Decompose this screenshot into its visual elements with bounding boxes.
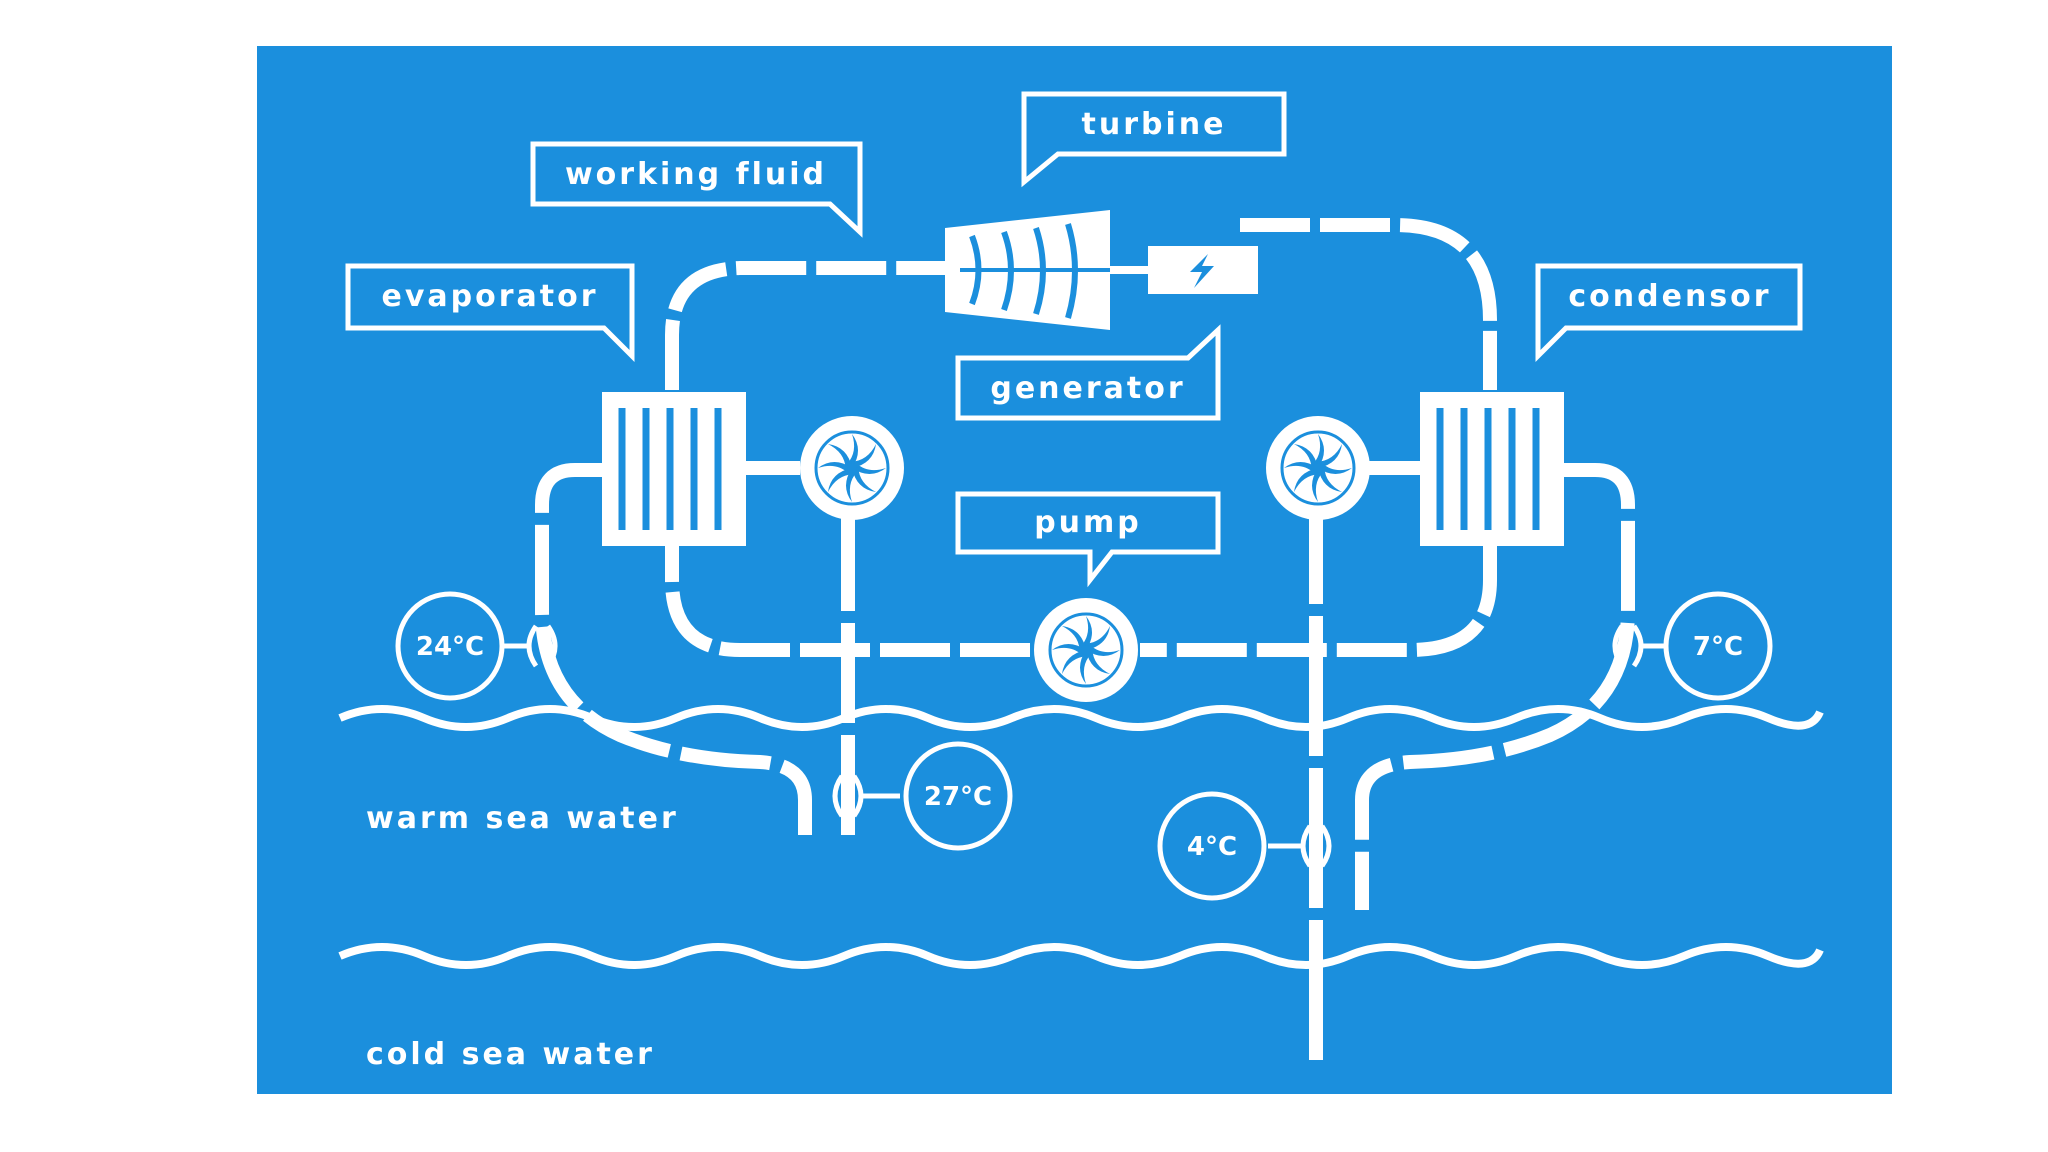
svg-text:evaporator: evaporator [381,279,598,314]
svg-text:pump: pump [1034,505,1142,540]
svg-text:turbine: turbine [1082,107,1227,142]
callout-generator: generator [955,324,1221,421]
pipe-evaporator-to-turbine [665,261,950,390]
cold-water-pump [1264,414,1372,522]
svg-text:7°C: 7°C [1693,632,1743,662]
lightning-bolt-icon [1190,254,1214,288]
warm-sea-water-label: warm sea water [366,801,679,836]
callout-turbine: turbine [1021,91,1287,188]
cold-sea-water-label: cold sea water [366,1037,655,1072]
pipe-evaporator-warm-outflow [535,463,812,835]
callout-pump: pump [955,491,1221,588]
pipe-condensor-to-pump [1140,545,1497,657]
generator [1148,246,1258,294]
cold-water-surface-wave [338,943,1824,969]
svg-text:working fluid: working fluid [565,157,827,192]
callout-condensor: condensor [1535,263,1803,363]
svg-text:generator: generator [990,371,1185,406]
pipe-condensor-cold-outflow [1355,463,1635,910]
svg-text:4°C: 4°C [1187,832,1237,862]
working-fluid-pump [1032,596,1140,704]
temp-badge-cold-intake: 4°C [1157,791,1267,901]
svg-text:24°C: 24°C [416,632,484,662]
callout-evaporator: evaporator [345,263,635,363]
temp-badge-warm-intake: 27°C [903,741,1013,851]
svg-text:condensor: condensor [1568,279,1771,314]
temp-badge-evaporator-outlet: 24°C [395,591,505,701]
pipe-turbine-to-condensor [1240,218,1497,390]
callout-working-fluid: working fluid [530,141,863,238]
svg-text:27°C: 27°C [924,782,992,812]
warm-water-pump [798,414,906,522]
temp-badge-condensor-outlet: 7°C [1663,591,1773,701]
working-fluid-loop [665,218,1497,657]
evaporator [602,392,746,546]
diagram-background [257,46,1892,1094]
pipe-pump-to-evaporator [665,545,1030,657]
turbine [945,210,1150,330]
condensor [1420,392,1564,546]
